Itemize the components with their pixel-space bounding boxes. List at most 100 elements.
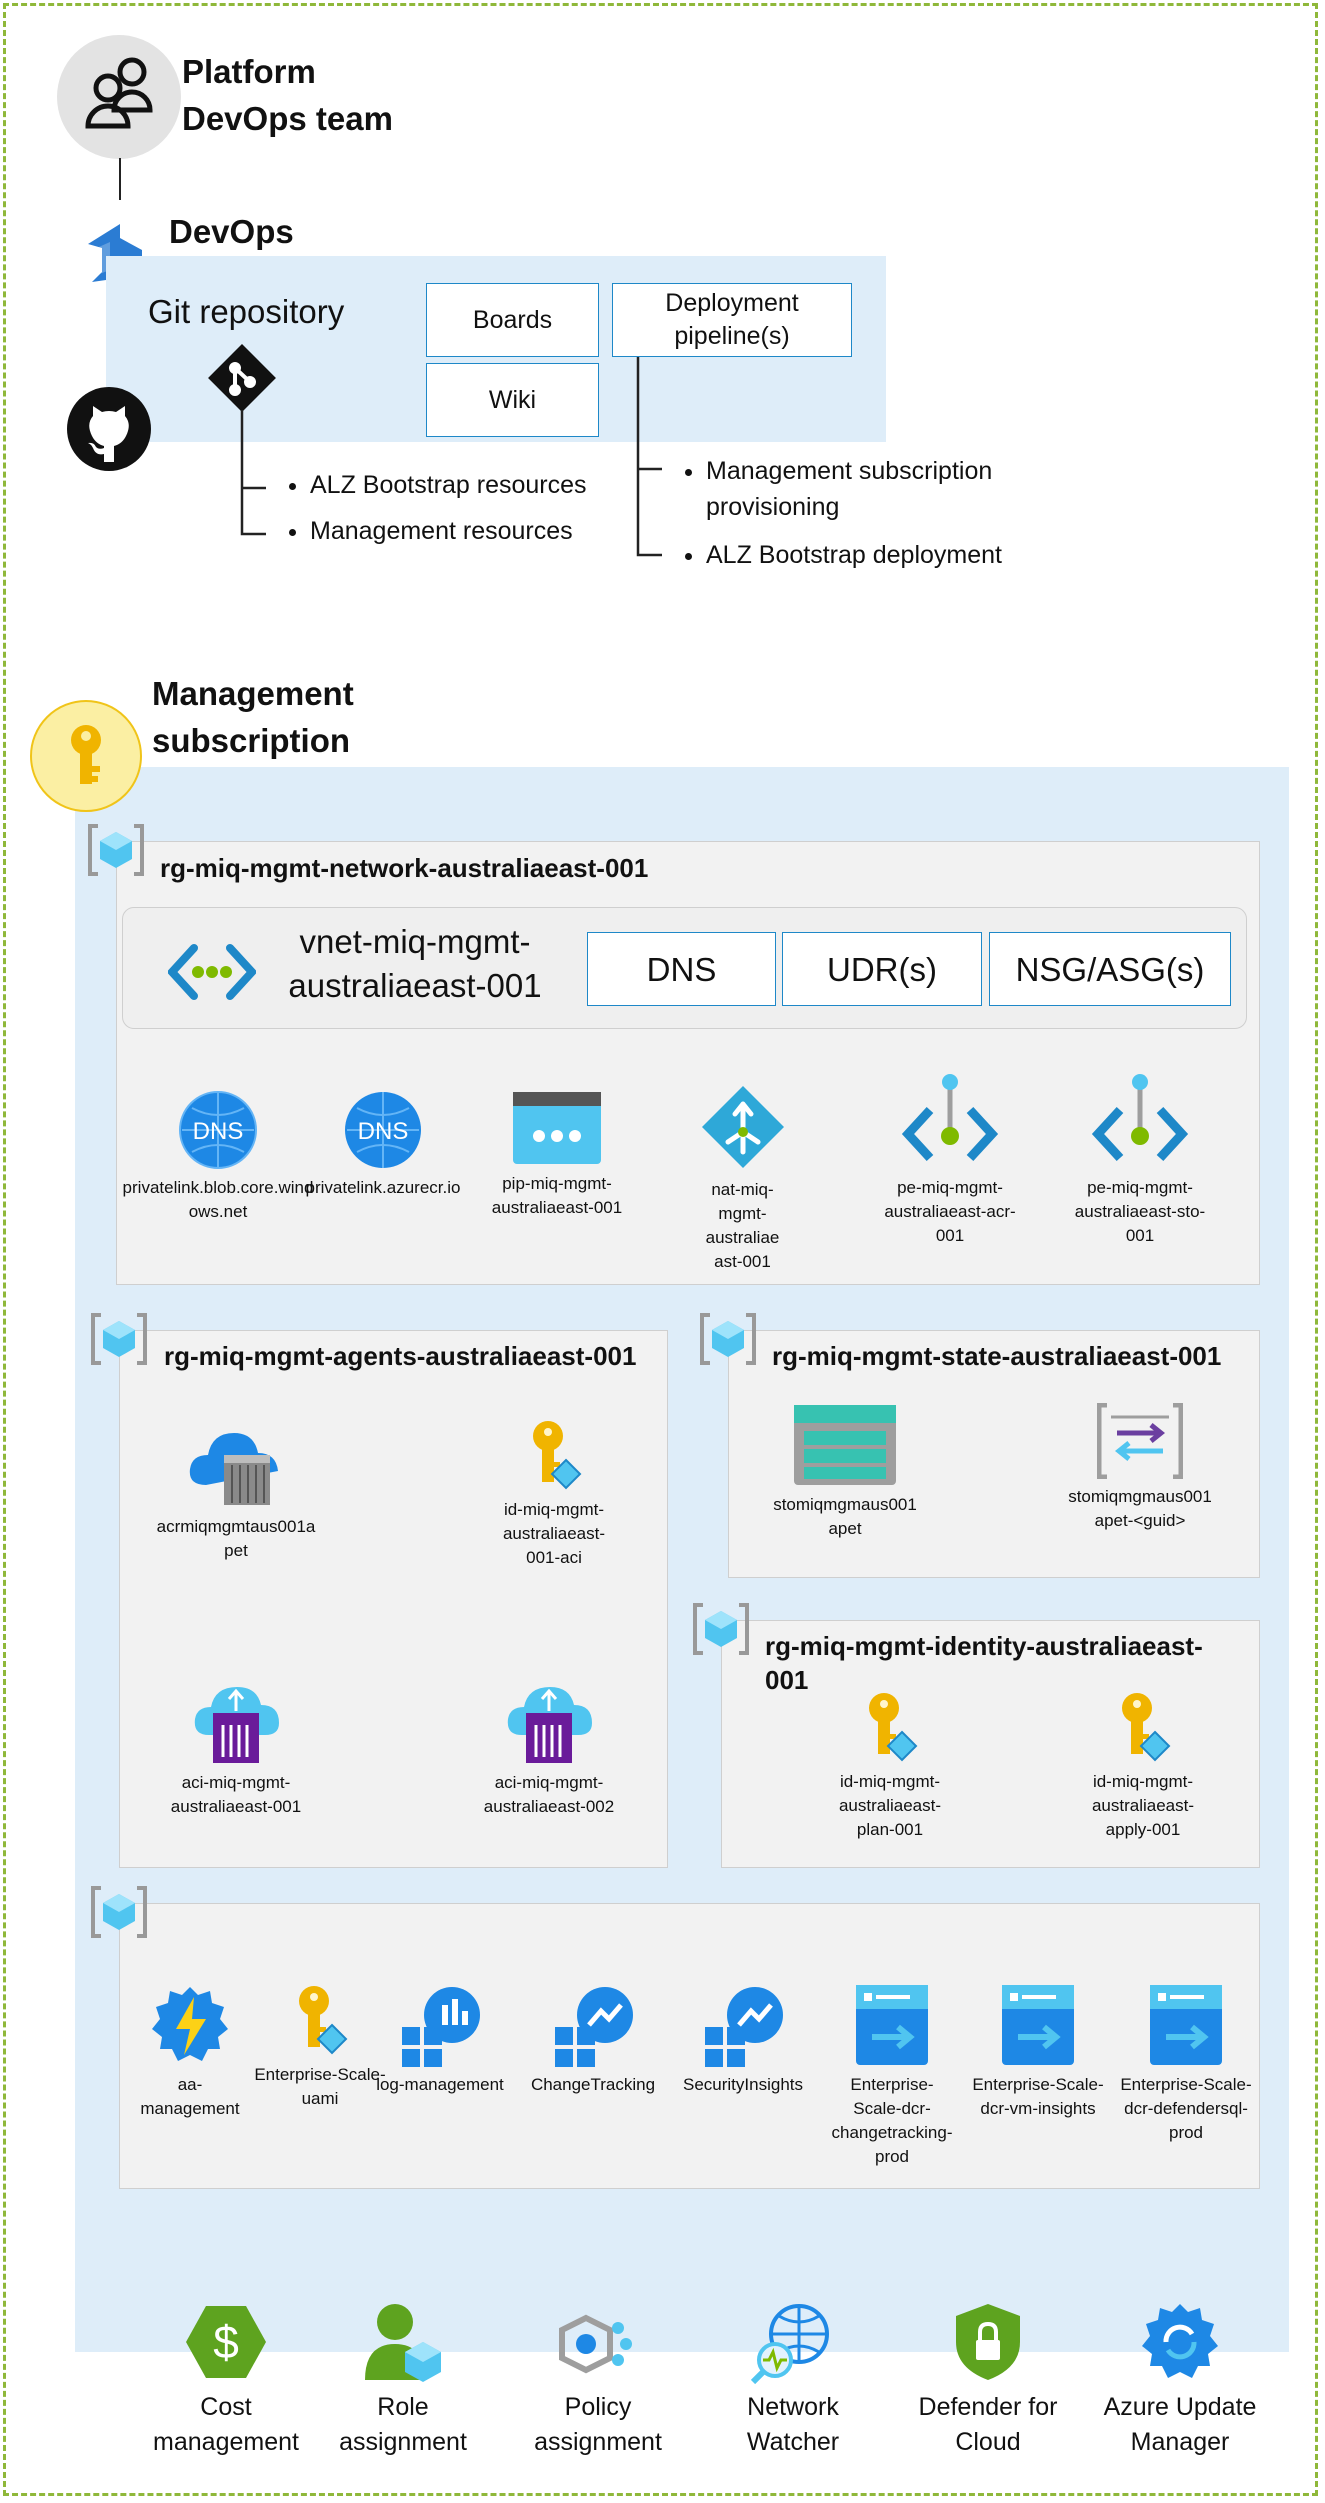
- identity-resource[interactable]: id-miq-mgmt-australiaeast-plan-001: [790, 1690, 990, 1842]
- service-label: Azure Update Manager: [1103, 2393, 1257, 2456]
- data-collection-rule-icon: [856, 1985, 928, 2065]
- service-label: Network Watcher: [746, 2393, 840, 2456]
- solution-icon: [705, 1987, 783, 2067]
- repo-item: ALZ Bootstrap resources: [310, 467, 654, 503]
- resource-label: aci-miq-mgmt-australiaeast-002: [483, 1773, 615, 1816]
- github-icon: [66, 386, 152, 472]
- resource-label: log-management: [376, 2075, 504, 2094]
- defender-icon: [956, 2304, 1020, 2380]
- devops-title: DevOps: [169, 213, 294, 250]
- rg-network-title: rg-miq-mgmt-network-australiaeast-001: [160, 853, 649, 883]
- resource-label: stomiqmgmaus001apet-<guid>: [1068, 1487, 1212, 1530]
- repo-item: Management resources: [310, 513, 654, 549]
- repo-items-list: ALZ Bootstrap resources Management resou…: [274, 467, 654, 549]
- resource-label: Enterprise-Scale-uami: [254, 2065, 386, 2108]
- container-instance-icon: [194, 1687, 279, 1763]
- rg-identity-title: rg-miq-mgmt-identity-australiaeast-001: [765, 1631, 1203, 1695]
- management-resource[interactable]: Enterprise-Scale-dcr-defendersql-prod: [1116, 1983, 1256, 2145]
- dns-box[interactable]: DNS: [587, 932, 776, 1006]
- network-resource[interactable]: DNS privatelink.azurecr.io: [283, 1090, 483, 1200]
- resource-label: Enterprise-Scale-dcr-changetracking-prod: [831, 2075, 953, 2166]
- nsg-label: NSG/ASG(s): [1015, 950, 1205, 988]
- network-resource[interactable]: DNS privatelink.blob.core.windows.net: [118, 1090, 318, 1224]
- udr-box[interactable]: UDR(s): [782, 932, 982, 1006]
- nat-gateway-icon: [701, 1085, 784, 1169]
- agents-resource[interactable]: id-miq-mgmt-australiaeast-001-aci: [454, 1418, 654, 1570]
- private-endpoint-icon: [1091, 1074, 1189, 1162]
- service-cost-management[interactable]: $ Cost management: [126, 2300, 326, 2460]
- nsg-box[interactable]: NSG/ASG(s): [989, 932, 1231, 1006]
- service-defender-for-cloud[interactable]: Defender for Cloud: [888, 2300, 1088, 2460]
- management-resource[interactable]: Enterprise-Scale-dcr-changetracking-prod: [822, 1983, 962, 2169]
- management-resource[interactable]: Enterprise-Scale-dcr-vm-insights: [968, 1983, 1108, 2121]
- management-resource[interactable]: aa-management: [130, 1983, 250, 2121]
- service-label: Role assignment: [339, 2393, 467, 2456]
- svg-text:DNS: DNS: [193, 1118, 244, 1145]
- management-resource[interactable]: log-management: [365, 1983, 515, 2097]
- resource-label: ChangeTracking: [530, 2075, 656, 2094]
- resource-label: pip-miq-mgmt-australiaeast-001: [491, 1174, 623, 1217]
- agents-resource[interactable]: aci-miq-mgmt-australiaeast-001: [136, 1685, 336, 1819]
- subscription-key-icon: [30, 700, 142, 812]
- resource-label: aa-management: [140, 2075, 240, 2118]
- agents-resource[interactable]: acrmiqmgmtaus001apet: [136, 1425, 336, 1563]
- storage-account-icon: [794, 1405, 896, 1485]
- wiki-box[interactable]: Wiki: [426, 363, 599, 437]
- resource-label: aci-miq-mgmt-australiaeast-001: [170, 1773, 302, 1816]
- management-resource[interactable]: ChangeTracking: [518, 1983, 668, 2097]
- policy-icon: [559, 2314, 632, 2374]
- management-resource[interactable]: Enterprise-Scale-uami: [250, 1983, 390, 2111]
- service-policy-assignment[interactable]: Policy assignment: [498, 2300, 698, 2460]
- pipeline-item: ALZ Bootstrap deployment: [706, 537, 1090, 573]
- resource-group-icon: [86, 820, 146, 880]
- vnet-label: vnet-miq-mgmt-australiaeast-001: [288, 923, 542, 1004]
- svg-text:$: $: [213, 2316, 239, 2368]
- state-resource[interactable]: stomiqmgmaus001apet: [745, 1403, 945, 1541]
- network-resource[interactable]: pe-miq-mgmt-australiaeast-acr-001: [850, 1070, 1050, 1248]
- role-assignment-icon: [365, 2304, 441, 2382]
- resource-label: id-miq-mgmt-australiaeast-plan-001: [838, 1772, 942, 1839]
- resource-label: Enterprise-Scale-dcr-defendersql-prod: [1120, 2075, 1252, 2142]
- resource-group-icon: [698, 1309, 758, 1369]
- storage-container-icon: [1097, 1403, 1183, 1479]
- deployment-pipelines-box[interactable]: Deployment pipeline(s): [612, 283, 852, 357]
- resource-label: nat-miq-mgmt-australiaeast-001: [705, 1180, 780, 1271]
- service-network-watcher[interactable]: Network Watcher: [693, 2300, 893, 2460]
- service-label: Cost management: [153, 2393, 299, 2456]
- solution-icon: [555, 1987, 633, 2067]
- service-azure-update-manager[interactable]: Azure Update Manager: [1080, 2300, 1280, 2460]
- team-title: Platform DevOps team: [182, 48, 393, 142]
- service-role-assignment[interactable]: Role assignment: [303, 2300, 503, 2460]
- management-resource[interactable]: SecurityInsights: [668, 1983, 818, 2097]
- resource-label: stomiqmgmaus001apet: [773, 1495, 917, 1538]
- resource-label: Enterprise-Scale-dcr-vm-insights: [972, 2075, 1104, 2118]
- subscription-title-line2: subscription: [152, 722, 351, 759]
- network-resource[interactable]: pip-miq-mgmt-australiaeast-001: [457, 1090, 657, 1220]
- dns-label: DNS: [646, 950, 717, 988]
- state-resource[interactable]: stomiqmgmaus001apet-<guid>: [1040, 1403, 1240, 1533]
- boards-box[interactable]: Boards: [426, 283, 599, 357]
- rg-identity: [721, 1620, 1260, 1868]
- resource-label: privatelink.azurecr.io: [305, 1178, 461, 1197]
- dns-zone-icon: DNS: [345, 1092, 421, 1168]
- log-analytics-icon: [402, 1987, 480, 2067]
- agents-resource[interactable]: aci-miq-mgmt-australiaeast-002: [449, 1685, 649, 1819]
- resource-label: pe-miq-mgmt-australiaeast-sto-001: [1074, 1178, 1206, 1245]
- public-ip-icon: [513, 1092, 601, 1164]
- update-manager-icon: [1142, 2304, 1218, 2378]
- resource-label: id-miq-mgmt-australiaeast-001-aci: [502, 1500, 606, 1567]
- network-resource[interactable]: pe-miq-mgmt-australiaeast-sto-001: [1040, 1070, 1240, 1248]
- outer-boundary: [3, 3, 1318, 2496]
- rg-agents: [119, 1330, 668, 1868]
- svg-text:DNS: DNS: [358, 1118, 409, 1145]
- identity-resource[interactable]: id-miq-mgmt-australiaeast-apply-001: [1043, 1690, 1243, 1842]
- container-instance-icon: [507, 1687, 592, 1763]
- network-resource[interactable]: nat-miq-mgmt-australiaeast-001: [650, 1082, 835, 1274]
- udr-label: UDR(s): [827, 950, 937, 988]
- container-registry-icon: [189, 1433, 278, 1505]
- git-icon: [202, 338, 282, 418]
- resource-group-icon: [89, 1882, 149, 1942]
- team-title-line2: DevOps team: [182, 100, 393, 137]
- network-watcher-icon: [751, 2304, 829, 2384]
- cost-management-icon: $: [186, 2306, 266, 2378]
